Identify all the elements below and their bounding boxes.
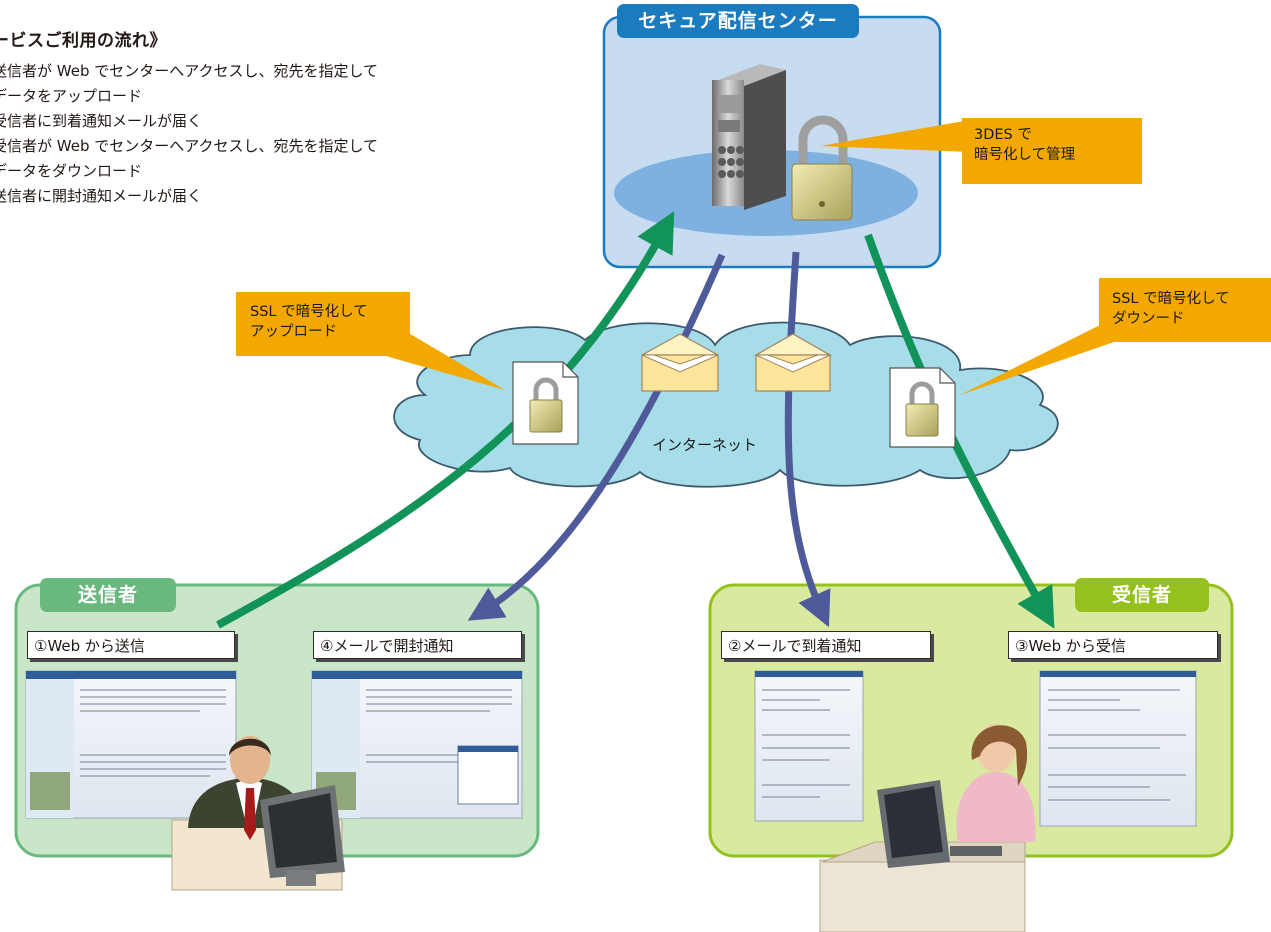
- internet-label: インターネット: [652, 436, 758, 454]
- envelope-icon-2: [753, 333, 833, 392]
- flow-step-3b: データをダウンロード: [0, 162, 143, 180]
- flow-step-1b: データをアップロード: [0, 87, 143, 105]
- flow-title: ービスご利用の流れ》: [0, 31, 167, 51]
- sender-person-illustration: [171, 736, 345, 891]
- locked-file-upload-icon: [512, 361, 579, 445]
- callout-pointer-download: [960, 320, 1120, 395]
- flow-step-2: 受信者に到着通知メールが届く: [0, 112, 203, 130]
- envelope-icon-1: [641, 333, 719, 392]
- label-step2-arrival-notice: ②メールで到着通知: [721, 631, 931, 659]
- callout-download: [1099, 278, 1271, 342]
- service-flow-list: ービスご利用の流れ》 送信者が Web でセンターへアクセスし、宛先を指定して …: [0, 26, 378, 209]
- center-title: セキュア配信センター: [617, 4, 859, 38]
- screen-receiver-mail: [754, 670, 864, 822]
- open-notice-arrow: [467, 253, 726, 621]
- screen-receiver-web: [1039, 670, 1197, 827]
- padlock-icon: [791, 115, 853, 221]
- sender-tag: 送信者: [40, 578, 176, 612]
- screen-sender-open: [311, 670, 523, 819]
- label-step1-web-send: ①Web から送信: [27, 631, 235, 659]
- callout-3des-text: 3DES で 暗号化して管理: [974, 127, 1076, 163]
- arrival-notice-arrow: [784, 251, 831, 628]
- flow-step-3a: 受信者が Web でセンターへアクセスし、宛先を指定して: [0, 137, 379, 155]
- label-step3-web-receive: ③Web から受信: [1008, 631, 1218, 659]
- receiver-person-illustration: [819, 724, 1036, 932]
- upload-arrow: [216, 211, 675, 629]
- label-step4-open-notice: ④メールで開封通知: [313, 631, 522, 659]
- callout-upload-text: SSL で暗号化して アップロード: [250, 304, 368, 340]
- receiver-tag: 受信者: [1075, 578, 1209, 612]
- flow-step-1a: 送信者が Web でセンターへアクセスし、宛先を指定して: [0, 62, 379, 80]
- callout-pointer-3des: [820, 120, 970, 152]
- callout-download-text: SSL で暗号化して ダウンード: [1112, 291, 1230, 327]
- callout-upload: [236, 292, 410, 356]
- flow-step-4: 送信者に開封通知メールが届く: [0, 187, 203, 205]
- callout-3des: [962, 118, 1142, 184]
- server-icon: [712, 64, 786, 210]
- internet-cloud: [393, 321, 1059, 488]
- locked-file-download-icon: [889, 367, 956, 448]
- screen-sender-web: [25, 670, 237, 819]
